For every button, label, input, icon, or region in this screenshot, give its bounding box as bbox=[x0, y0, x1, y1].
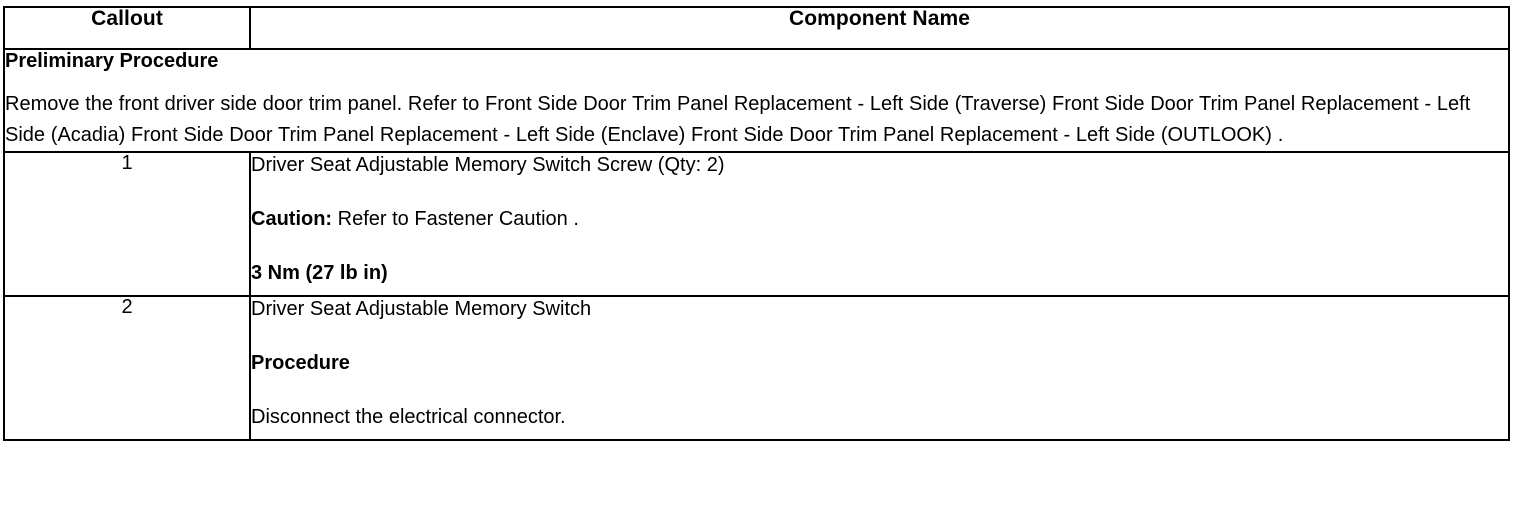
preliminary-procedure-row: Preliminary Procedure Remove the front d… bbox=[3, 48, 1510, 153]
preliminary-procedure-body: Remove the front driver side door trim p… bbox=[5, 93, 1471, 146]
caution-label: Caution: bbox=[251, 208, 333, 230]
caution-text: Refer to Fastener Caution . bbox=[332, 208, 579, 230]
component-description-1: Driver Seat Adjustable Memory Switch Scr… bbox=[249, 151, 1510, 297]
caution-note: Caution: Refer to Fastener Caution . bbox=[251, 207, 1508, 231]
torque-specification: 3 Nm (27 lb in) bbox=[251, 262, 388, 284]
component-description-2: Driver Seat Adjustable Memory Switch Pro… bbox=[249, 295, 1510, 441]
table-header: Callout Component Name bbox=[3, 6, 1510, 50]
callout-number-1: 1 bbox=[3, 151, 251, 297]
column-header-component-name: Component Name bbox=[249, 6, 1510, 50]
preliminary-procedure-title: Preliminary Procedure bbox=[5, 50, 219, 72]
table-body: Preliminary Procedure Remove the front d… bbox=[3, 48, 1510, 441]
document-page: Callout Component Name Preliminary Proce… bbox=[0, 6, 1520, 524]
procedure-label: Procedure bbox=[251, 352, 350, 374]
column-header-callout: Callout bbox=[3, 6, 251, 50]
table-header-row: Callout Component Name bbox=[3, 6, 1510, 50]
table-row: 2 Driver Seat Adjustable Memory Switch P… bbox=[3, 295, 1510, 441]
callout-number-2: 2 bbox=[3, 295, 251, 441]
procedure-step: Disconnect the electrical connector. bbox=[251, 406, 566, 428]
component-callout-table: Callout Component Name Preliminary Proce… bbox=[3, 6, 1510, 441]
table-row: 1 Driver Seat Adjustable Memory Switch S… bbox=[3, 151, 1510, 297]
preliminary-procedure-cell: Preliminary Procedure Remove the front d… bbox=[3, 48, 1510, 153]
component-part-name: Driver Seat Adjustable Memory Switch bbox=[251, 298, 592, 320]
component-part-name: Driver Seat Adjustable Memory Switch Scr… bbox=[251, 154, 725, 176]
